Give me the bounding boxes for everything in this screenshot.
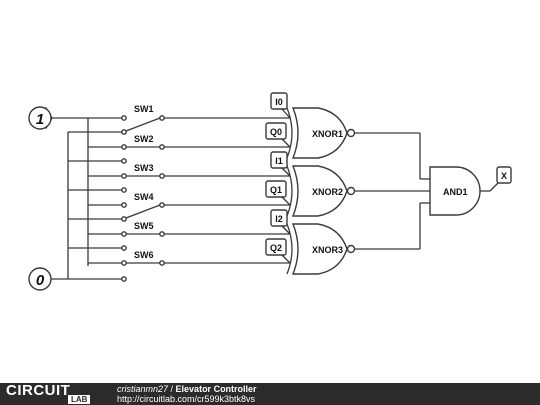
input-label-i2: I2 <box>270 209 291 235</box>
and-gate-1: AND1 <box>429 166 481 216</box>
switch-sw5-label: SW5 <box>134 221 154 231</box>
switch-sw1: SW1 <box>121 104 165 135</box>
switch-sw6-label: SW6 <box>134 250 154 260</box>
input-label-i0-text: I0 <box>275 97 283 107</box>
terminal-0: 0 <box>28 267 52 291</box>
switch-sw4: SW4 <box>121 192 165 222</box>
terminal-0-label: 0 <box>36 272 45 289</box>
xnor-gate-2-label: XNOR2 <box>312 187 343 197</box>
input-label-q0: Q0 <box>265 122 291 148</box>
switch-sw1-label: SW1 <box>134 104 154 114</box>
logo-lab-text: LAB <box>68 395 91 404</box>
footer-bar: CIRCUIT LAB cristianmn27 / Elevator Cont… <box>0 382 540 405</box>
supply-wires <box>51 117 124 280</box>
switch-sw5: SW5 <box>121 221 165 251</box>
circuit-url[interactable]: http://circuitlab.com/cr599k3btk8vs <box>117 394 256 404</box>
input-label-q2: Q2 <box>265 238 291 264</box>
xnor-gate-1: XNOR1 <box>286 107 356 159</box>
xnor-gate-3-label: XNOR3 <box>312 245 343 255</box>
xnor-gate-2: XNOR2 <box>286 165 356 217</box>
output-x: X <box>480 166 512 192</box>
switch-sw3-label: SW3 <box>134 163 154 173</box>
circuit-title[interactable]: Elevator Controller <box>175 384 257 394</box>
logo-circuit-text: CIRCUIT <box>6 382 71 399</box>
input-label-i0: I0 <box>270 92 291 119</box>
switch-sw2: SW2 <box>121 134 165 164</box>
author-name[interactable]: cristianmn27 <box>117 384 169 394</box>
circuitlab-logo: CIRCUIT LAB <box>6 382 106 404</box>
circuit-schematic: 1 0 SW1 SW2 <box>28 92 512 291</box>
input-label-q1: Q1 <box>265 180 291 206</box>
input-label-q0-text: Q0 <box>270 127 282 137</box>
footer-credit: cristianmn27 / Elevator Controller <box>117 384 257 394</box>
switch-sw6: SW6 <box>121 250 165 282</box>
credit-separator: / <box>168 384 176 394</box>
switch-sw3: SW3 <box>121 163 165 193</box>
xnor-gate-1-label: XNOR1 <box>312 129 343 139</box>
xnor-gate-3: XNOR3 <box>286 223 356 275</box>
input-label-i1-text: I1 <box>275 156 283 166</box>
and-gate-1-label: AND1 <box>443 187 468 197</box>
input-label-i1: I1 <box>270 151 291 177</box>
switch-sw2-label: SW2 <box>134 134 154 144</box>
input-label-q2-text: Q2 <box>270 243 282 253</box>
xnor-to-and-wires <box>354 132 430 250</box>
terminal-1: 1 <box>28 106 53 130</box>
output-x-label: X <box>501 171 507 181</box>
switch-sw4-label: SW4 <box>134 192 154 202</box>
terminal-1-label: 1 <box>36 111 44 128</box>
input-label-i2-text: I2 <box>275 214 283 224</box>
switch-output-wires <box>164 117 290 264</box>
input-label-q1-text: Q1 <box>270 185 282 195</box>
